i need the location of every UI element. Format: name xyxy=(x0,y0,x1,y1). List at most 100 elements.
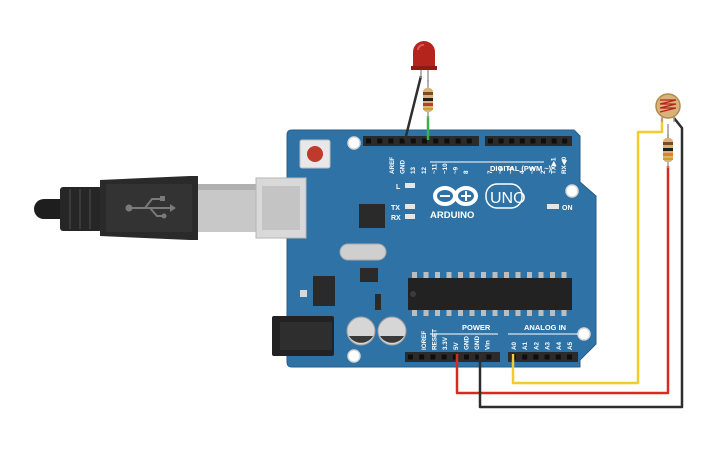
chip-pin xyxy=(538,272,544,278)
analog-pin-label: A0 xyxy=(511,341,518,350)
wire-yellow-a0[interactable] xyxy=(511,118,664,385)
power-pin-label: GND xyxy=(474,336,481,350)
digital-pin-label: 4 xyxy=(519,170,526,174)
digital-pin-label: ~11 xyxy=(431,163,438,174)
wire-red-5v[interactable] xyxy=(455,166,670,395)
chip-pin xyxy=(504,310,509,316)
header-pin-hole[interactable] xyxy=(388,138,394,144)
header-pin-hole[interactable] xyxy=(509,138,515,144)
header-pin-hole[interactable] xyxy=(544,354,550,360)
header-pin-hole[interactable] xyxy=(567,354,572,360)
capacitor xyxy=(346,316,376,346)
chip-pin xyxy=(561,272,567,278)
header-pin-hole[interactable] xyxy=(562,138,568,144)
header-pin-hole[interactable] xyxy=(444,138,450,144)
atmega328-chip xyxy=(408,272,572,316)
chip-pin xyxy=(423,272,429,278)
analog-pin-label: A2 xyxy=(533,341,540,350)
header-pin-hole[interactable] xyxy=(399,138,405,144)
chip-pin xyxy=(550,272,555,278)
header-pin-hole[interactable] xyxy=(530,138,536,144)
header-pin-hole[interactable] xyxy=(519,138,525,144)
label-l: L xyxy=(396,184,401,191)
usb-plug-metal xyxy=(198,184,256,232)
header-pin-hole[interactable] xyxy=(541,138,546,144)
ldr-resistor[interactable] xyxy=(663,124,673,168)
header-pin-hole[interactable] xyxy=(419,354,425,360)
wire-black-led-gnd[interactable] xyxy=(403,75,423,141)
chip-pin xyxy=(446,310,452,316)
header-pin-hole[interactable] xyxy=(377,138,383,144)
led-resistor[interactable] xyxy=(423,80,433,118)
chip-pin xyxy=(458,310,463,316)
analog-pin-label: A1 xyxy=(522,341,529,350)
chip-pin xyxy=(515,272,521,278)
power-pin-label: 3.3V xyxy=(442,336,449,350)
mounting-hole xyxy=(565,184,579,198)
header-pin-hole[interactable] xyxy=(455,138,461,144)
usb-cable[interactable] xyxy=(34,176,256,240)
header-pin-hole[interactable] xyxy=(475,354,481,360)
model-label: UNO xyxy=(490,190,526,207)
analog-pin-label: A5 xyxy=(567,341,574,350)
header-pin-hole[interactable] xyxy=(410,138,416,144)
analog-header xyxy=(508,352,578,362)
reset-button[interactable] xyxy=(299,139,331,169)
power-pin-label: RESET xyxy=(432,329,439,350)
chip-pin xyxy=(435,272,440,278)
chip-pin xyxy=(481,272,486,278)
usb-symbol-icon xyxy=(125,196,176,219)
chip-pin xyxy=(481,310,486,316)
power-pin-label: IOREF xyxy=(421,331,428,350)
led-l-indicator xyxy=(405,183,415,188)
header-pin-hole[interactable] xyxy=(486,354,492,360)
crystal-oscillator xyxy=(339,243,387,261)
header-pin-hole[interactable] xyxy=(441,354,447,360)
header-pin-hole[interactable] xyxy=(555,354,561,360)
chip-pin xyxy=(515,310,521,316)
red-led[interactable] xyxy=(411,41,437,82)
led-tx-indicator xyxy=(405,204,415,209)
power-pin-label: 5V xyxy=(453,341,460,350)
header-pin-hole[interactable] xyxy=(464,354,469,360)
chip-pin xyxy=(412,310,417,316)
header-pin-hole[interactable] xyxy=(408,354,413,360)
label-rx: RX xyxy=(391,215,401,222)
header-pin-hole[interactable] xyxy=(533,354,539,360)
chip-pin xyxy=(561,310,567,316)
header-pin-hole[interactable] xyxy=(366,138,371,144)
header-pin-hole[interactable] xyxy=(522,354,528,360)
digital-header-right xyxy=(485,136,572,146)
wire-black-gnd[interactable] xyxy=(478,117,684,409)
chip-pin xyxy=(458,272,463,278)
header-pin-hole[interactable] xyxy=(422,138,427,144)
digital-pin-label: ~9 xyxy=(453,166,460,174)
header-pin-hole[interactable] xyxy=(466,138,472,144)
digital-pin-label: ~10 xyxy=(442,163,449,174)
analog-pin-label: A4 xyxy=(556,341,563,350)
label-on: ON xyxy=(562,205,573,212)
digital-pin-label: 8 xyxy=(463,170,470,174)
chip-pin xyxy=(423,310,429,316)
header-pin-hole[interactable] xyxy=(452,354,458,360)
usb-controller-chip xyxy=(359,204,385,228)
digital-pin-label: ~6 xyxy=(498,166,505,174)
wires xyxy=(403,75,684,409)
header-pin-hole[interactable] xyxy=(433,138,439,144)
photoresistor[interactable] xyxy=(655,93,681,122)
chip-pin xyxy=(550,310,555,316)
mounting-hole xyxy=(577,327,591,341)
header-pin-hole[interactable] xyxy=(498,138,504,144)
voltage-regulator xyxy=(313,276,335,306)
digital-pin-label: 13 xyxy=(410,166,417,174)
header-pin-hole[interactable] xyxy=(551,138,557,144)
mounting-hole xyxy=(347,136,361,150)
header-pin-hole[interactable] xyxy=(488,138,493,144)
header-pin-hole[interactable] xyxy=(430,354,436,360)
arduino-logo-icon xyxy=(433,186,478,206)
chip-pin xyxy=(527,272,532,278)
digital-pin-label: ~5 xyxy=(508,166,515,174)
chip-pin xyxy=(469,310,475,316)
